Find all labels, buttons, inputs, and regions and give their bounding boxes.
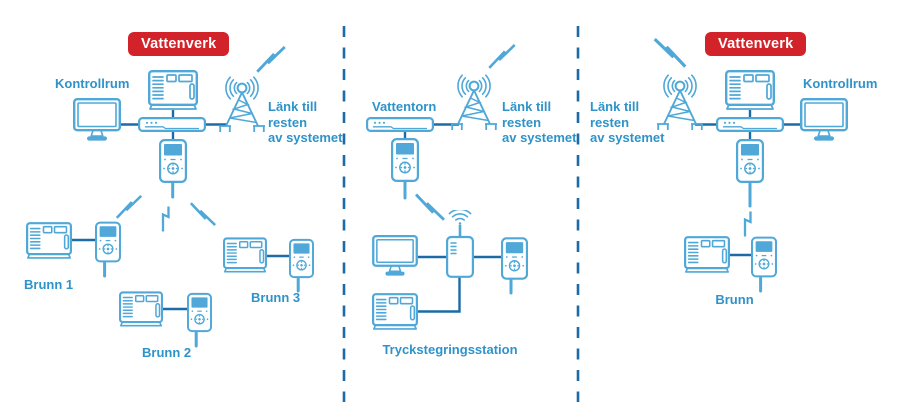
label-link-right-line2: resten [590,114,630,130]
radio-modem-icon [289,238,314,279]
vattenverk-badge-right: Vattenverk [705,32,807,56]
connectors-left [72,110,289,311]
radio-modem-icon [187,292,212,333]
radio-link-lightning-icon [190,201,216,227]
plc-controller-icon [223,237,267,273]
label-link-left-line2: resten [268,114,308,130]
monitor-icon [372,235,418,277]
radio-modem-icon [501,237,528,280]
label-kontrollrum-left: Kontrollrum [55,76,130,91]
label-brunn-2: Brunn 2 [142,345,192,360]
label-tryckstegringsstation: Tryckstegringsstation [382,342,518,357]
label-link-middle-line3: av systemet [502,130,577,145]
radio-link-lightning-icon [743,210,752,238]
plc-controller-icon [119,291,163,327]
plc-controller-icon [26,222,72,259]
connectors-middle [403,123,501,313]
label-link-middle: Länk till resten av systemet [502,99,576,146]
label-link-left-line3: av systemet [268,130,343,145]
radio-link-lightning-icon [415,192,445,222]
label-link-right-line1: Länk till [590,99,640,114]
plc-controller-icon [725,70,775,110]
radio-link-lightning-icon [487,44,517,69]
radio-base-unit-icon [366,117,434,132]
plc-controller-icon [148,70,198,110]
radio-modem-icon [751,236,777,278]
monitor-icon [800,98,848,142]
radio-link-lightning-icon [161,204,171,234]
plc-controller-icon [684,236,730,273]
radio-modem-icon [736,139,764,183]
label-brunn-right: Brunn [715,292,754,307]
label-brunn-1: Brunn 1 [24,277,74,292]
label-kontrollrum-right: Kontrollrum [803,76,878,91]
vattenverk-badge-left: Vattenverk [128,32,230,56]
antenna-modem-icon [445,210,475,278]
label-link-right-line3: av systemet [590,130,665,145]
label-link-left-line1: Länk till [268,99,318,114]
label-vattentorn: Vattentorn [372,99,437,114]
label-link-right: Länk till resten av systemet [590,99,664,146]
radio-base-unit-icon [716,117,784,132]
radio-link-lightning-icon [652,38,688,68]
radio-base-unit-icon [138,117,206,132]
radio-modem-icon [391,138,419,182]
radio-link-lightning-icon [115,195,143,219]
radio-tower-icon [450,74,498,131]
plc-controller-icon [372,293,418,330]
label-link-middle-line2: resten [502,114,542,130]
radio-link-lightning-icon [257,47,284,72]
label-link-left: Länk till resten av systemet [268,99,342,146]
label-link-middle-line1: Länk till [502,99,552,114]
radio-modem-icon [159,139,187,183]
monitor-icon [73,98,121,142]
label-brunn-3: Brunn 3 [251,290,301,305]
radio-modem-icon [95,221,121,263]
